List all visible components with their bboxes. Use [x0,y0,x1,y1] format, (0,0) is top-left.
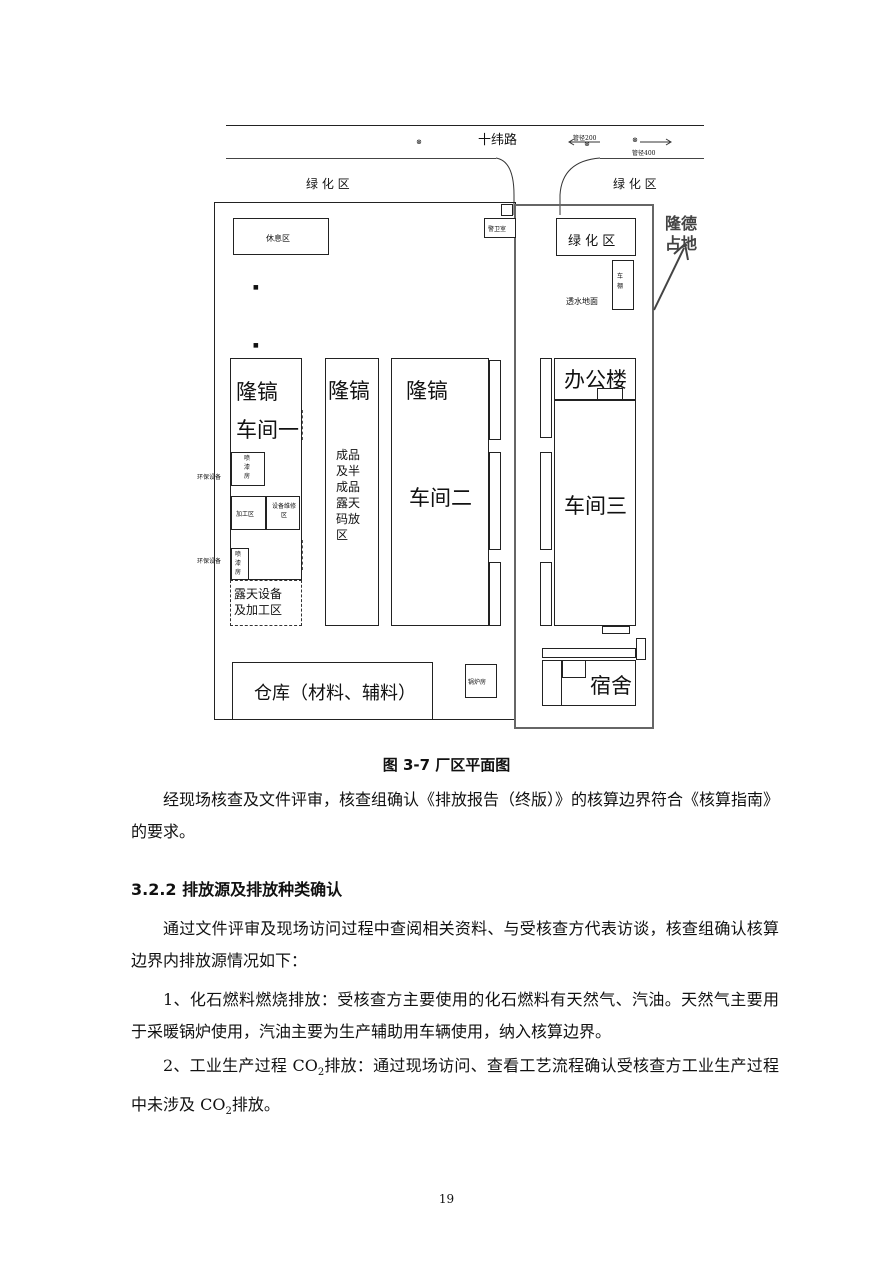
paragraph-process: 2、工业生产过程 CO2排放：通过现场访问、查看工艺流程确认受核查方工业生产过程… [131,1050,779,1128]
dot-marker: ■ [253,284,259,291]
section-heading: 3.2.2 排放源及排放种类确认 [131,880,343,899]
spray-room-2-label: 喷漆房 [235,551,242,576]
green-zone-right: 绿 化 区 [613,177,657,191]
side-room [489,360,501,440]
subscript: 2 [225,1106,232,1118]
env-equipment-1-label: 环保设备 [197,474,222,481]
dorm-annex [542,660,562,706]
maintenance-area-label: 设备维修区 [271,503,296,519]
boiler-room [465,664,497,698]
manhole-icon: ⊗ [632,136,638,144]
workshop-one-name: 隆镐 [236,380,278,404]
page-number: 19 [438,1192,455,1206]
office-annex [597,388,623,400]
workshop-two-name: 隆镐 [406,379,448,403]
road-line-bottom-left [226,158,496,159]
office-building [554,358,636,400]
figure-caption: 图 3-7 厂区平面图 [382,756,511,774]
side-room [489,562,501,626]
green-zone-left: 绿 化 区 [306,177,350,191]
spray-room-1 [231,452,265,486]
open-equipment-area [230,580,302,626]
boiler-room-label: 锅炉房 [468,679,487,686]
guard-room [484,218,516,238]
subscript: 2 [317,1067,325,1079]
flow-arrow-left-icon [568,138,600,146]
longde-boundary [514,204,654,729]
processing-area [231,496,266,530]
workshop-three [554,400,636,626]
wall-marker [302,410,307,440]
dorm-annex [562,660,586,678]
spray-room-2 [231,548,249,580]
open-equipment-label: 露天设备 及加工区 [234,587,283,617]
guard-room-label: 警卫室 [488,226,507,233]
manhole-icon: ⊗ [416,138,422,146]
maintenance-area [266,496,300,530]
green-strip [542,648,636,658]
workshop-three-label: 车间三 [564,494,627,518]
road-line-bottom-right [600,158,704,159]
dot-marker: ■ [253,342,259,349]
pipe-label-200: 管径200 [573,135,597,142]
warehouse [232,662,433,720]
warehouse-label: 仓库（材料、辅料） [254,683,416,704]
rest-area-label: 休息区 [266,234,290,243]
road-line-top [226,125,704,126]
dormitory-label: 宿舍 [590,674,632,698]
side-room [540,562,552,626]
permeable-ground-label: 透水地面 [566,297,598,306]
paragraph-boundary: 经现场核查及文件评审，核查组确认《排放报告（终版）》的核算边界符合《核算指南》的… [131,790,780,841]
side-room [540,358,552,438]
road-name: 十纬路 [478,133,518,148]
gate-post [501,204,513,216]
process-text-start: 2、工业生产过程 CO [163,1056,318,1075]
finished-yard-name: 隆镐 [328,379,370,403]
env-equipment-2-label: 环保设备 [197,558,222,565]
wall-marker [302,540,307,570]
process-text-end: 排放。 [231,1095,280,1115]
manhole-icon: ⊗ [584,140,590,148]
entrance-curves [495,157,601,215]
longde-label: 隆德 占地 [665,214,698,253]
site-plan: 十纬路 ⊗ ⊗ ⊗ 管径200 管径400 绿 化 区 绿 化 区 隆德 占地 … [197,125,704,729]
workshop-one-label: 车间一 [236,418,299,442]
finished-products-yard [325,358,379,626]
processing-area-label: 加工区 [236,511,255,518]
green-inner-label: 绿 化 区 [568,234,616,249]
vehicle-shed-label: 车棚 [617,273,624,290]
finished-yard-label: 成品 及半 成品 露天 码放 区 [336,448,361,542]
side-room [540,452,552,550]
pipe-label-400: 管径400 [632,150,656,157]
paragraph-fossil-fuel: 1、化石燃料燃烧排放：受核查方主要使用的化石燃料有天然气、汽油。天然气主要用于采… [131,990,779,1041]
longde-arrow-icon [653,242,689,311]
small-structure [602,626,630,634]
spray-room-1-label: 喷漆房 [244,455,251,480]
workshop-two-label: 车间二 [409,486,472,510]
process-text-middle: 排放：通过现场访问、查看工艺流程确认受核查方工业生产过程中未涉及 CO [131,1056,779,1115]
small-structure [636,638,646,660]
flow-arrow-right-icon [640,138,672,146]
workshop-two [391,358,489,626]
paragraph-sources: 通过文件评审及现场访问过程中查阅相关资料、与受核查方代表访谈，核查组确认核算边界… [131,919,779,970]
side-room [489,452,501,550]
vehicle-shed [612,260,634,310]
green-inner [556,218,636,256]
rest-area [233,218,329,255]
